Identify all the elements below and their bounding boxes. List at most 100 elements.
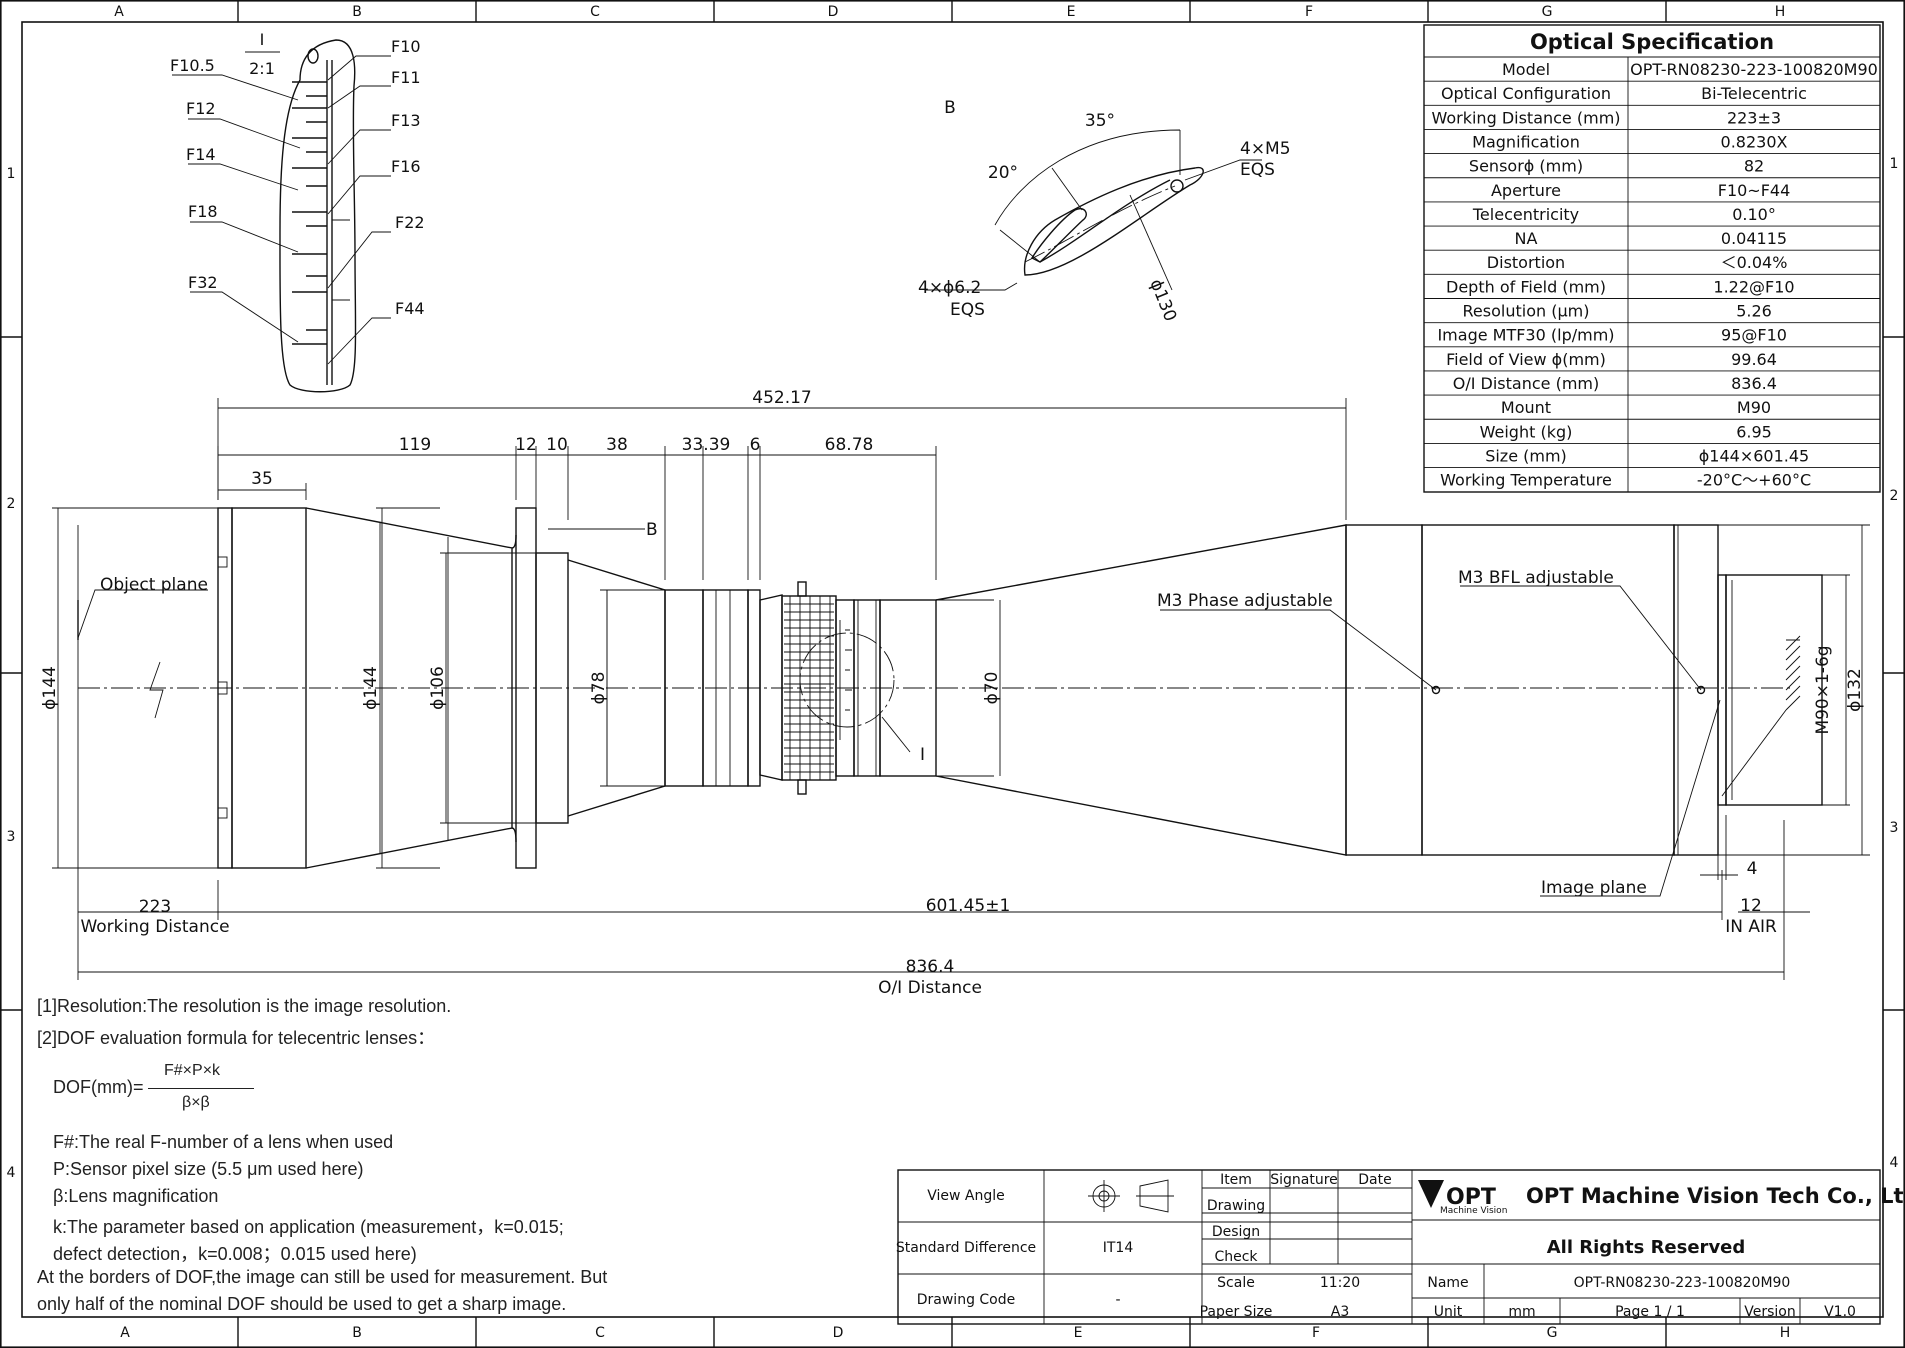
svg-text:4: 4 xyxy=(1890,1155,1899,1171)
svg-text:F22: F22 xyxy=(395,213,425,232)
svg-text:ϕ132: ϕ132 xyxy=(1845,668,1865,712)
spec-label: NA xyxy=(1515,229,1538,248)
svg-text:IT14: IT14 xyxy=(1103,1240,1134,1256)
svg-text:Item: Item xyxy=(1220,1172,1252,1188)
spec-label: Working Distance (mm) xyxy=(1431,108,1620,127)
svg-text:A3: A3 xyxy=(1331,1304,1349,1320)
svg-text:Drawing Code: Drawing Code xyxy=(917,1292,1016,1308)
spec-label: Aperture xyxy=(1491,181,1561,200)
svg-text:IN AIR: IN AIR xyxy=(1725,917,1777,937)
svg-text:A: A xyxy=(120,1325,130,1341)
grid-col-h: H xyxy=(1775,4,1786,20)
detail-i-screw-icon xyxy=(307,48,319,64)
slot-hole xyxy=(1031,208,1087,263)
spec-value: 0.04115 xyxy=(1721,229,1787,248)
spec-label: Image MTF30 (lp/mm) xyxy=(1437,326,1614,345)
svg-text:33.39: 33.39 xyxy=(682,435,731,455)
detail-i-title: I xyxy=(260,30,265,49)
svg-text:Machine Vision: Machine Vision xyxy=(1440,1206,1507,1216)
spec-label: Telecentricity xyxy=(1472,205,1579,224)
svg-text:12: 12 xyxy=(1740,896,1762,916)
svg-text:F14: F14 xyxy=(186,145,216,164)
svg-text:2: 2 xyxy=(7,496,16,512)
label-m3-phase: M3 Phase adjustable xyxy=(1157,591,1333,611)
knurled-ring xyxy=(784,596,834,780)
grid-col-d: D xyxy=(828,4,839,20)
svg-text:H: H xyxy=(1780,1325,1791,1341)
svg-text:Signature: Signature xyxy=(1270,1172,1338,1188)
formula-left: DOF(mm)= xyxy=(53,1077,144,1097)
svg-text:F10: F10 xyxy=(391,37,421,56)
svg-text:3: 3 xyxy=(7,829,16,845)
spec-value: OPT-RN08230-223-100820M90 xyxy=(1630,60,1878,79)
svg-text:F13: F13 xyxy=(391,111,421,130)
svg-text:Drawing: Drawing xyxy=(1207,1198,1265,1214)
spec-label: Depth of Field (mm) xyxy=(1446,277,1606,296)
svg-text:F: F xyxy=(1312,1325,1320,1341)
dimensions: 452.17 119 12 10 38 33.39 6 68.78 35 223… xyxy=(40,388,1870,998)
spec-label: Model xyxy=(1502,60,1550,79)
spec-value: 6.95 xyxy=(1736,422,1772,441)
grid-col-c: C xyxy=(590,4,600,20)
svg-text:OPT-RN08230-223-100820M90: OPT-RN08230-223-100820M90 xyxy=(1574,1275,1791,1291)
note-2: [2]DOF evaluation formula for telecentri… xyxy=(37,1028,436,1048)
svg-text:68.78: 68.78 xyxy=(825,435,874,455)
svg-text:E: E xyxy=(1074,1325,1083,1341)
label-object-plane: Object plane xyxy=(100,575,208,595)
spec-value: 5.26 xyxy=(1736,302,1772,321)
legend-k2: defect detection，k=0.008；0.015 used here… xyxy=(53,1244,417,1264)
svg-text:Page 1 / 1: Page 1 / 1 xyxy=(1615,1304,1685,1320)
svg-text:Date: Date xyxy=(1358,1172,1391,1188)
title-block: View Angle Standard Difference IT14 Draw… xyxy=(896,1169,1905,1325)
grid-col-g: G xyxy=(1542,4,1553,20)
svg-text:1: 1 xyxy=(7,166,16,182)
detail-b-title: B xyxy=(944,98,956,118)
note-border-1: At the borders of DOF,the image can stil… xyxy=(37,1267,608,1287)
spec-label: Size (mm) xyxy=(1485,446,1567,465)
spec-value: 1.22@F10 xyxy=(1713,277,1794,296)
svg-text:38: 38 xyxy=(606,435,628,455)
svg-text:Version: Version xyxy=(1744,1304,1795,1320)
spec-value: 99.64 xyxy=(1731,350,1777,369)
note-border-2: only half of the nominal DOF should be u… xyxy=(37,1294,567,1314)
svg-text:4×M5: 4×M5 xyxy=(1240,139,1291,159)
grid-col-labels-bottom: A B C D E F G H xyxy=(120,1325,1790,1341)
svg-text:ϕ144: ϕ144 xyxy=(361,666,381,710)
svg-text:11:20: 11:20 xyxy=(1320,1275,1360,1291)
svg-text:OPT: OPT xyxy=(1446,1185,1496,1210)
spec-value: 95@F10 xyxy=(1721,326,1787,345)
opt-logo: OPT Machine Vision xyxy=(1418,1180,1507,1216)
grid-col-f: F xyxy=(1305,4,1313,20)
spec-value: Bi-Telecentric xyxy=(1701,84,1807,103)
svg-text:452.17: 452.17 xyxy=(752,388,811,408)
grid-col-a: A xyxy=(114,4,124,20)
svg-text:View Angle: View Angle xyxy=(927,1188,1005,1204)
grid-col-b: B xyxy=(352,4,362,20)
svg-text:Unit: Unit xyxy=(1434,1304,1463,1320)
legend-p: P:Sensor pixel size (5.5 μm used here) xyxy=(53,1159,364,1179)
svg-text:6: 6 xyxy=(750,435,761,455)
svg-text:35°: 35° xyxy=(1085,111,1115,131)
detail-i-aperture-scale: I 2:1 F10 F10.5 F11 F12 F13 F14 F16 F18 … xyxy=(170,30,425,393)
spec-value: M90 xyxy=(1737,398,1771,417)
svg-text:G: G xyxy=(1547,1325,1558,1341)
spec-value: 82 xyxy=(1744,157,1764,176)
detail-b-flange: B 35° 20° 4×M5 EQS 4×ϕ6.2 EQS ϕ130 xyxy=(918,98,1291,324)
formula-numerator: F#×P×k xyxy=(164,1062,221,1079)
svg-text:2: 2 xyxy=(1890,488,1899,504)
svg-text:EQS: EQS xyxy=(1240,160,1275,180)
svg-text:ϕ130: ϕ130 xyxy=(1145,276,1180,324)
svg-text:Design: Design xyxy=(1212,1224,1260,1240)
formula-bar xyxy=(148,1088,254,1089)
svg-text:ϕ144: ϕ144 xyxy=(40,666,60,710)
svg-text:ϕ70: ϕ70 xyxy=(982,672,1002,705)
svg-text:10: 10 xyxy=(546,435,568,455)
svg-text:-: - xyxy=(1115,1292,1120,1308)
label-image-plane: Image plane xyxy=(1541,878,1647,898)
all-rights: All Rights Reserved xyxy=(1547,1237,1746,1258)
detail-i-scale: 2:1 xyxy=(249,59,275,78)
